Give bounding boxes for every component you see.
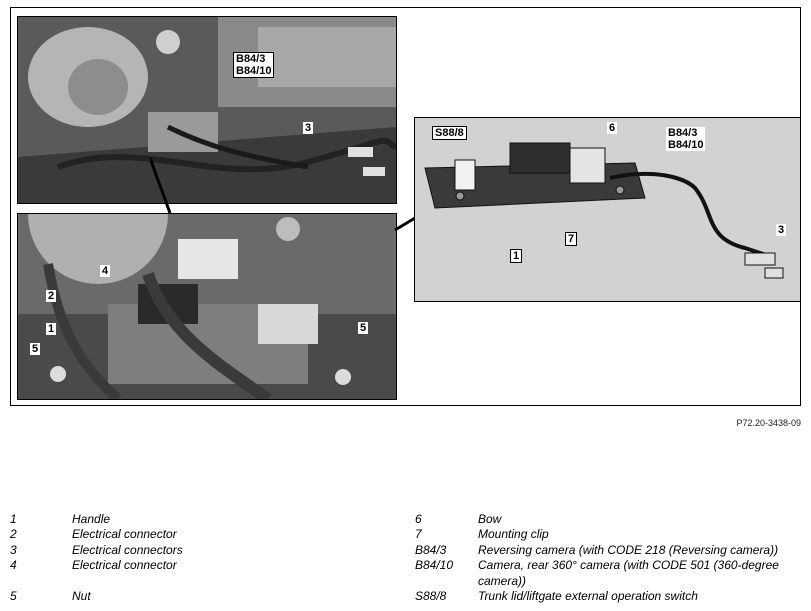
legend-right-label: Camera, rear 360° camera (with CODE 501 … [478, 558, 779, 588]
connector-lines [150, 157, 416, 232]
legend-left-label: Handle [72, 512, 111, 526]
legend-right-key: S88/8 [415, 589, 447, 603]
legend-right-label: Mounting clip [478, 527, 549, 541]
legend-left-key: 2 [10, 527, 17, 541]
legend-left-label: Nut [72, 589, 91, 603]
photo-trunk-lid-overview [17, 16, 397, 204]
callout-b84-right: B84/3 B84/10 [666, 127, 706, 151]
callout-1: 1 [46, 323, 57, 335]
legend-left-key: 3 [10, 543, 17, 557]
photo-handle-detail [17, 213, 397, 400]
figure-reference: P72.20-3438-09 [736, 418, 801, 428]
legend-left-key: 4 [10, 558, 17, 572]
legend-right-key: 7 [415, 527, 422, 541]
callout-s88: S88/8 [432, 126, 467, 140]
callout-5-right: 5 [358, 322, 369, 334]
callout-5-left: 5 [30, 343, 41, 355]
legend-left-key: 5 [10, 589, 17, 603]
callout-3: 3 [303, 122, 314, 134]
legend-left-label: Electrical connectors [72, 543, 183, 557]
legend-left-key: 1 [10, 512, 17, 526]
drawing-handle-assembly [414, 117, 801, 302]
callout-4: 4 [100, 265, 111, 277]
legend-right-label: Trunk lid/liftgate external operation sw… [478, 589, 698, 603]
callout-b84: B84/3 B84/10 [233, 52, 275, 78]
legend-right-key: 6 [415, 512, 422, 526]
legend-right-label: Reversing camera (with CODE 218 (Reversi… [478, 543, 779, 557]
legend-left-label: Electrical connector [72, 527, 177, 541]
callout-7: 7 [565, 232, 578, 246]
legend-right-label: Bow [478, 512, 502, 526]
callout-6: 6 [607, 122, 618, 134]
legend-right-key: B84/3 [415, 543, 447, 557]
callout-1-right: 1 [510, 249, 523, 263]
callout-2: 2 [46, 290, 57, 302]
callout-3-right: 3 [776, 224, 787, 236]
legend-left-label: Electrical connector [72, 558, 177, 572]
legend-right-key: B84/10 [415, 558, 454, 572]
